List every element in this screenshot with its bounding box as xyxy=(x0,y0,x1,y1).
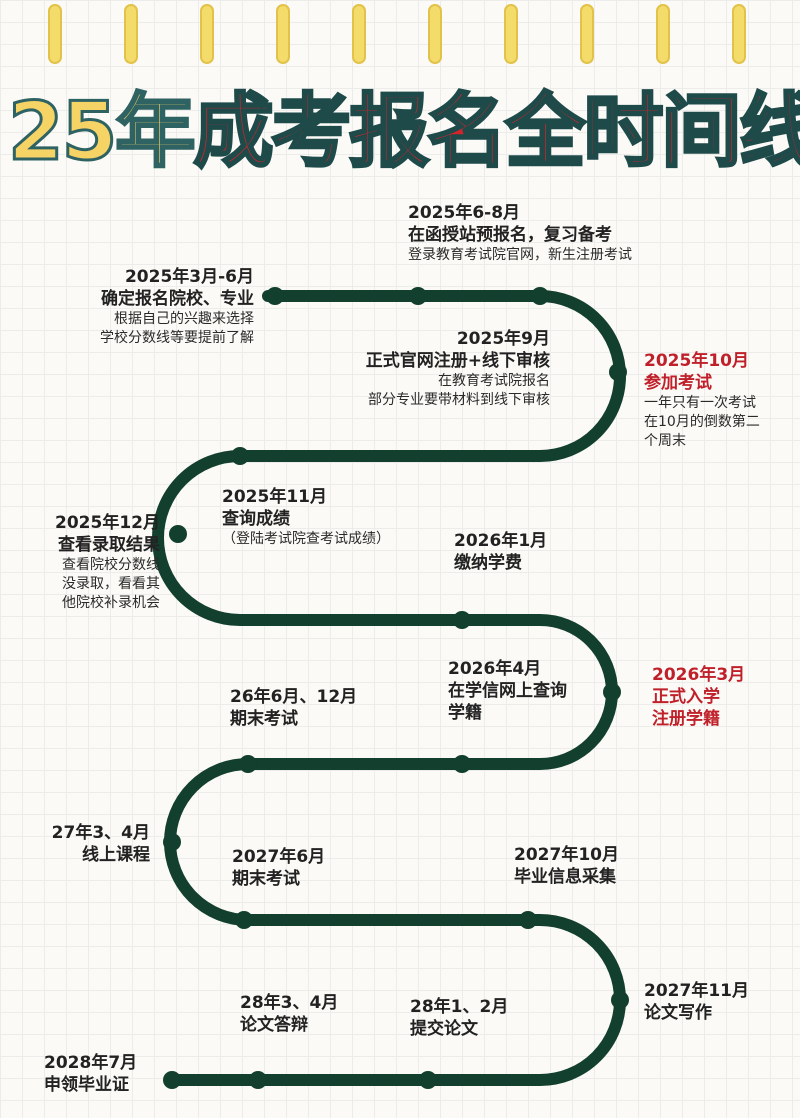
timeline-node xyxy=(531,287,549,305)
timeline-node xyxy=(519,911,537,929)
event-2027-oct: 2027年10月 毕业信息采集 xyxy=(514,844,619,888)
timeline-node xyxy=(239,755,257,773)
event-date: 2025年6-8月 xyxy=(408,203,521,223)
event-title: 期末考试 xyxy=(230,709,298,729)
event-27-mar-apr: 27年3、4月 线上课程 xyxy=(20,822,150,866)
event-note: 查看院校分数线 xyxy=(62,557,160,573)
event-title: 查询成绩 xyxy=(222,509,290,529)
timeline-node xyxy=(235,911,253,929)
event-title: 毕业信息采集 xyxy=(514,867,616,887)
title-part-year: 25年 xyxy=(6,84,196,180)
title-part-timeline: 全时间线 xyxy=(504,84,800,180)
event-title: 在学信网上查询 xyxy=(448,681,567,701)
event-note: 部分专业要带材料到线下审核 xyxy=(368,392,550,408)
binder-ring xyxy=(580,4,594,64)
event-date: 2025年12月 xyxy=(55,513,160,533)
event-title: 正式官网注册+线下审核 xyxy=(365,351,550,371)
event-2028-jul: 2028年7月 申领毕业证 xyxy=(44,1052,137,1096)
event-date: 2027年10月 xyxy=(514,845,619,865)
event-note: 他院校补录机会 xyxy=(62,595,160,611)
event-title: 论文写作 xyxy=(644,1003,712,1023)
event-title: 论文答辩 xyxy=(240,1015,308,1035)
event-date: 2025年10月 xyxy=(644,351,749,371)
binder-ring xyxy=(276,4,290,64)
timeline-node xyxy=(249,1071,267,1089)
timeline-node xyxy=(266,287,284,305)
binder-ring xyxy=(732,4,746,64)
event-date: 2025年9月 xyxy=(456,329,550,349)
timeline-node xyxy=(603,683,621,701)
event-note: 登录教育考试院官网，新生注册考试 xyxy=(408,247,632,263)
event-date: 2025年11月 xyxy=(222,487,327,507)
event-2026-apr: 2026年4月 在学信网上查询 学籍 xyxy=(448,658,567,724)
event-2026-jan: 2026年1月 缴纳学费 xyxy=(454,530,547,574)
event-note: 一年只有一次考试 xyxy=(644,395,756,411)
event-date: 28年3、4月 xyxy=(240,993,339,1013)
event-date: 2025年3月-6月 xyxy=(124,267,254,287)
event-date: 2026年1月 xyxy=(454,531,548,551)
timeline-node xyxy=(609,363,627,381)
binder-ring xyxy=(428,4,442,64)
event-date: 2027年11月 xyxy=(644,981,749,1001)
event-2025-oct: 2025年10月 参加考试 一年只有一次考试 在10月的倒数第二 个周末 xyxy=(644,350,760,451)
event-2027-jun: 2027年6月 期末考试 xyxy=(232,846,325,890)
timeline-node xyxy=(169,525,187,543)
event-date: 28年1、2月 xyxy=(410,997,509,1017)
event-note: 根据自己的兴趣来选择 xyxy=(114,311,254,327)
binder-ring xyxy=(352,4,366,64)
page-title: 25年成考报名全时间线 xyxy=(6,84,800,180)
title-part-main: 成考报名 xyxy=(192,84,509,180)
event-2026-mar: 2026年3月 正式入学 注册学籍 xyxy=(652,664,745,730)
event-title: 缴纳学费 xyxy=(454,553,522,573)
event-2025-jun-aug: 2025年6-8月 在函授站预报名，复习备考 登录教育考试院官网，新生注册考试 xyxy=(408,202,632,265)
event-note: 在教育考试院报名 xyxy=(438,373,550,389)
timeline-node xyxy=(163,833,181,851)
event-note: 个周末 xyxy=(644,433,686,449)
timeline-nodes xyxy=(163,287,629,1089)
event-2025-sep: 2025年9月 正式官网注册+线下审核 在教育考试院报名 部分专业要带材料到线下… xyxy=(300,328,550,410)
event-title: 线上课程 xyxy=(82,845,150,865)
timeline-node xyxy=(453,755,471,773)
event-28-jan-feb: 28年1、2月 提交论文 xyxy=(410,996,508,1040)
binder-ring xyxy=(124,4,138,64)
binder-ring xyxy=(504,4,518,64)
event-title: 申领毕业证 xyxy=(44,1075,129,1095)
event-title: 提交论文 xyxy=(410,1019,478,1039)
timeline-node xyxy=(231,447,249,465)
event-date: 2026年4月 xyxy=(448,659,542,679)
event-title-extra: 注册学籍 xyxy=(652,709,720,729)
event-date: 2028年7月 xyxy=(44,1053,138,1073)
timeline-node xyxy=(409,287,427,305)
event-title: 在函授站预报名，复习备考 xyxy=(408,225,612,245)
timeline-node xyxy=(419,1071,437,1089)
event-date: 2027年6月 xyxy=(232,847,326,867)
event-title: 确定报名院校、专业 xyxy=(101,289,254,309)
binder-ring xyxy=(656,4,670,64)
binder-ring xyxy=(200,4,214,64)
event-note: 没录取，看看其 xyxy=(62,576,160,592)
binder-ring xyxy=(48,4,62,64)
event-2025-nov: 2025年11月 查询成绩 （登陆考试院查考试成绩） xyxy=(222,486,390,549)
event-note: 在10月的倒数第二 xyxy=(644,414,760,430)
event-date: 27年3、4月 xyxy=(51,823,150,843)
event-28-mar-apr: 28年3、4月 论文答辩 xyxy=(240,992,338,1036)
event-title: 参加考试 xyxy=(644,373,712,393)
event-note: （登陆考试院查考试成绩） xyxy=(222,531,390,547)
timeline-node xyxy=(611,991,629,1009)
event-title-extra: 学籍 xyxy=(448,703,482,723)
event-26-jun-dec: 26年6月、12月 期末考试 xyxy=(230,686,357,730)
event-title: 查看录取结果 xyxy=(58,535,160,555)
event-2025-mar-jun: 2025年3月-6月 确定报名院校、专业 根据自己的兴趣来选择 学校分数线等要提… xyxy=(40,266,254,348)
event-title: 正式入学 xyxy=(652,687,720,707)
event-date: 2026年3月 xyxy=(652,665,746,685)
event-title: 期末考试 xyxy=(232,869,300,889)
event-note: 学校分数线等要提前了解 xyxy=(100,330,254,346)
event-2025-dec: 2025年12月 查看录取结果 查看院校分数线 没录取，看看其 他院校补录机会 xyxy=(10,512,160,613)
timeline-node xyxy=(453,611,471,629)
event-date: 26年6月、12月 xyxy=(230,687,358,707)
event-2027-nov: 2027年11月 论文写作 xyxy=(644,980,749,1024)
timeline-node xyxy=(163,1071,181,1089)
